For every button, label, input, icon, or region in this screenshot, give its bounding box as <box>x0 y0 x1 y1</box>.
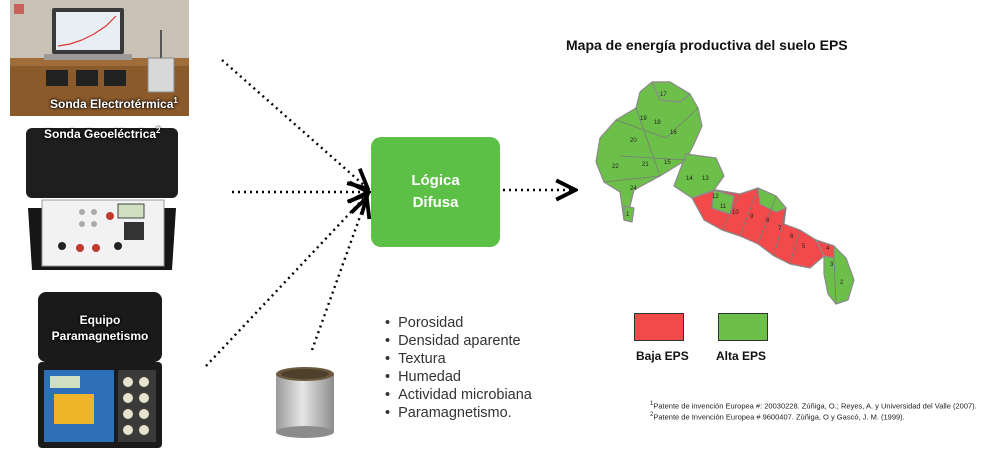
eps-map: 17 19 20 18 16 22 21 15 24 14 13 12 11 1… <box>595 81 855 305</box>
paramagnetism-equipment-photo: Equipo Paramagnetismo <box>34 290 166 450</box>
plot-label: 1 <box>626 212 630 218</box>
plot-label: 7 <box>778 226 782 232</box>
plot-label: 20 <box>630 138 637 144</box>
list-item: Paramagnetismo. <box>385 404 532 422</box>
legend-swatch-low <box>634 313 684 341</box>
fuzzy-logic-line1: Lógica <box>411 172 460 189</box>
legend-label-high: Alta EPS <box>716 349 767 363</box>
plot-label: 17 <box>660 92 667 98</box>
fuzzy-logic-line2: Difusa <box>412 194 459 211</box>
soil-properties-list: Porosidad Densidad aparente Textura Hume… <box>385 314 532 422</box>
plot-label: 4 <box>826 246 830 252</box>
fuzzy-logic-box: Lógica Difusa <box>371 137 500 247</box>
plot-label: 9 <box>750 214 754 220</box>
plot-label: 12 <box>712 194 719 200</box>
plot-label: 14 <box>686 176 693 182</box>
geoelectric-probe-photo: Sonda Geoeléctrica2 <box>24 120 180 282</box>
map-plot-green <box>595 81 703 221</box>
geoelectric-probe-illustration <box>24 120 180 282</box>
plot-label: 8 <box>766 218 770 224</box>
plot-label: 24 <box>630 186 637 192</box>
electrothermal-probe-illustration <box>10 0 189 116</box>
plot-label: 22 <box>612 164 619 170</box>
list-item: Densidad aparente <box>385 332 532 350</box>
electrothermal-probe-label: Sonda Electrotérmica1 <box>50 96 178 111</box>
map-plot-green <box>623 205 635 223</box>
paramagnetism-equipment-label: Equipo Paramagnetismo <box>51 313 149 343</box>
plot-label: 10 <box>732 210 739 216</box>
footnote-2: 2Patente de Invención Europea # 9600407.… <box>650 412 905 422</box>
map-plot-green <box>757 187 787 213</box>
plot-label: 11 <box>720 204 727 210</box>
footnote-1: 1Patente de invención Europea #: 2003022… <box>650 401 977 411</box>
plot-label: 5 <box>802 244 806 250</box>
list-item: Porosidad <box>385 314 532 332</box>
plot-label: 2 <box>840 280 844 286</box>
plot-label: 15 <box>664 160 671 166</box>
plot-label: 21 <box>642 162 649 168</box>
list-item: Humedad <box>385 368 532 386</box>
list-item: Actividad microbiana <box>385 386 532 404</box>
map-title: Mapa de energía productiva del suelo EPS <box>566 37 848 53</box>
arrow-from-paramagnetism <box>205 196 366 367</box>
arrow-from-soil-sample <box>310 200 366 351</box>
electrothermal-probe-photo: Sonda Electrotérmica1 <box>10 0 189 116</box>
legend-label-low: Baja EPS <box>636 349 689 363</box>
plot-label: 3 <box>830 262 834 268</box>
map-plot-green <box>651 81 691 103</box>
plot-label: 18 <box>654 120 661 126</box>
plot-label: 16 <box>670 130 677 136</box>
arrow-from-electrothermal <box>221 59 366 187</box>
soil-sample-icon <box>276 367 334 438</box>
list-item: Textura <box>385 350 532 368</box>
legend-swatch-high <box>718 313 768 341</box>
map-plot-red <box>691 187 825 269</box>
geoelectric-probe-label: Sonda Geoeléctrica2 <box>44 126 161 141</box>
plot-label: 19 <box>640 116 647 122</box>
paramagnetism-equipment-illustration <box>34 290 166 450</box>
plot-label: 6 <box>790 234 794 240</box>
plot-label: 13 <box>702 176 709 182</box>
